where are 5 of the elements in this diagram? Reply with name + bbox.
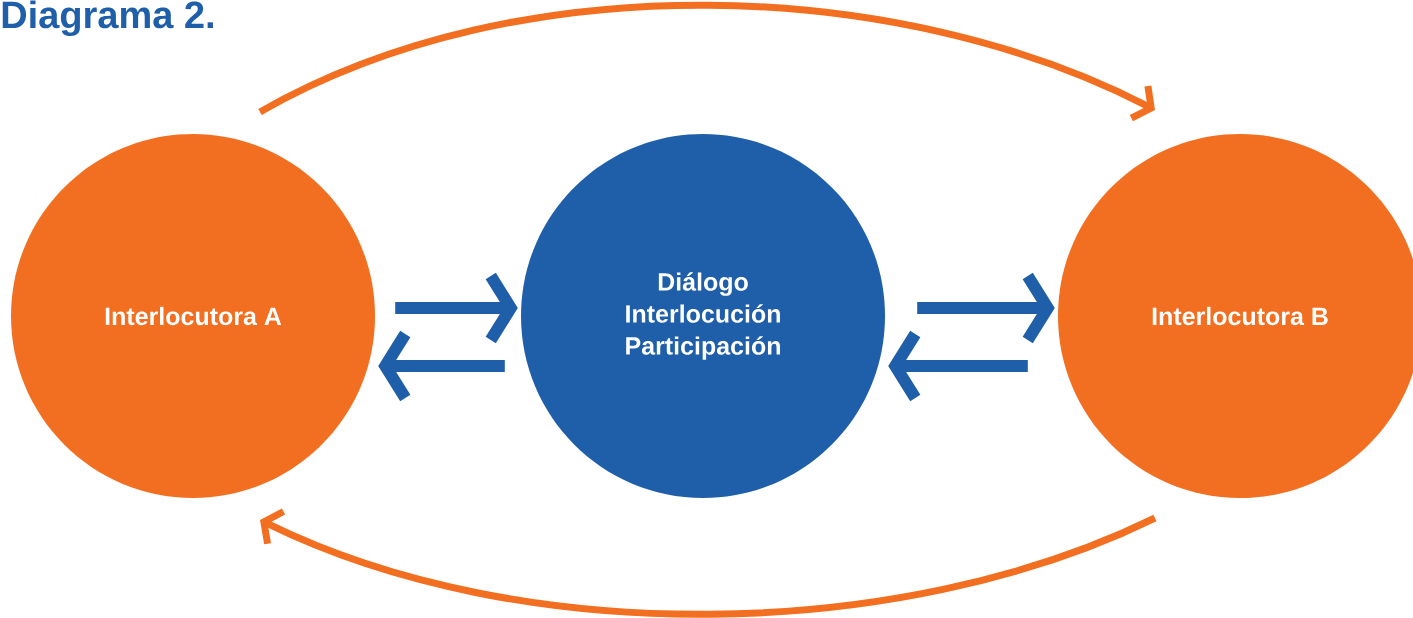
arrow — [260, 508, 1157, 618]
title: Diagrama 2. — [2, 0, 213, 37]
circle-node: Diálogo Interlocución Participación — [521, 134, 885, 498]
arrow — [258, 1, 1155, 122]
circle-node: Interlocutora A — [11, 134, 375, 498]
